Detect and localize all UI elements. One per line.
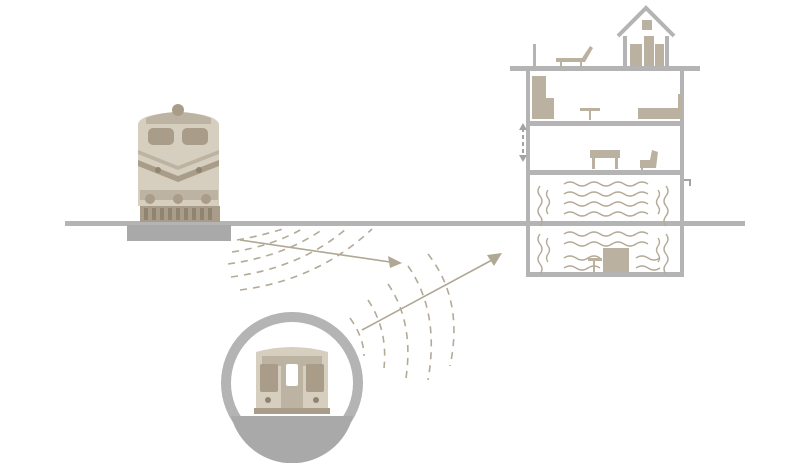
- subway-car-icon: [254, 347, 330, 414]
- subway-vibration-arrow: [361, 253, 502, 331]
- ground-line: [65, 221, 745, 226]
- surface-vibration-waves: [227, 228, 373, 291]
- building-vibration-lines: [537, 181, 669, 275]
- locomotive-icon: [127, 104, 231, 241]
- roof-slab: [510, 66, 700, 71]
- building-cross-section-icon: [510, 5, 700, 277]
- underground-vibration-waves: [349, 253, 455, 381]
- train-vibration-arrow: [239, 239, 402, 268]
- rail-bed: [127, 225, 231, 241]
